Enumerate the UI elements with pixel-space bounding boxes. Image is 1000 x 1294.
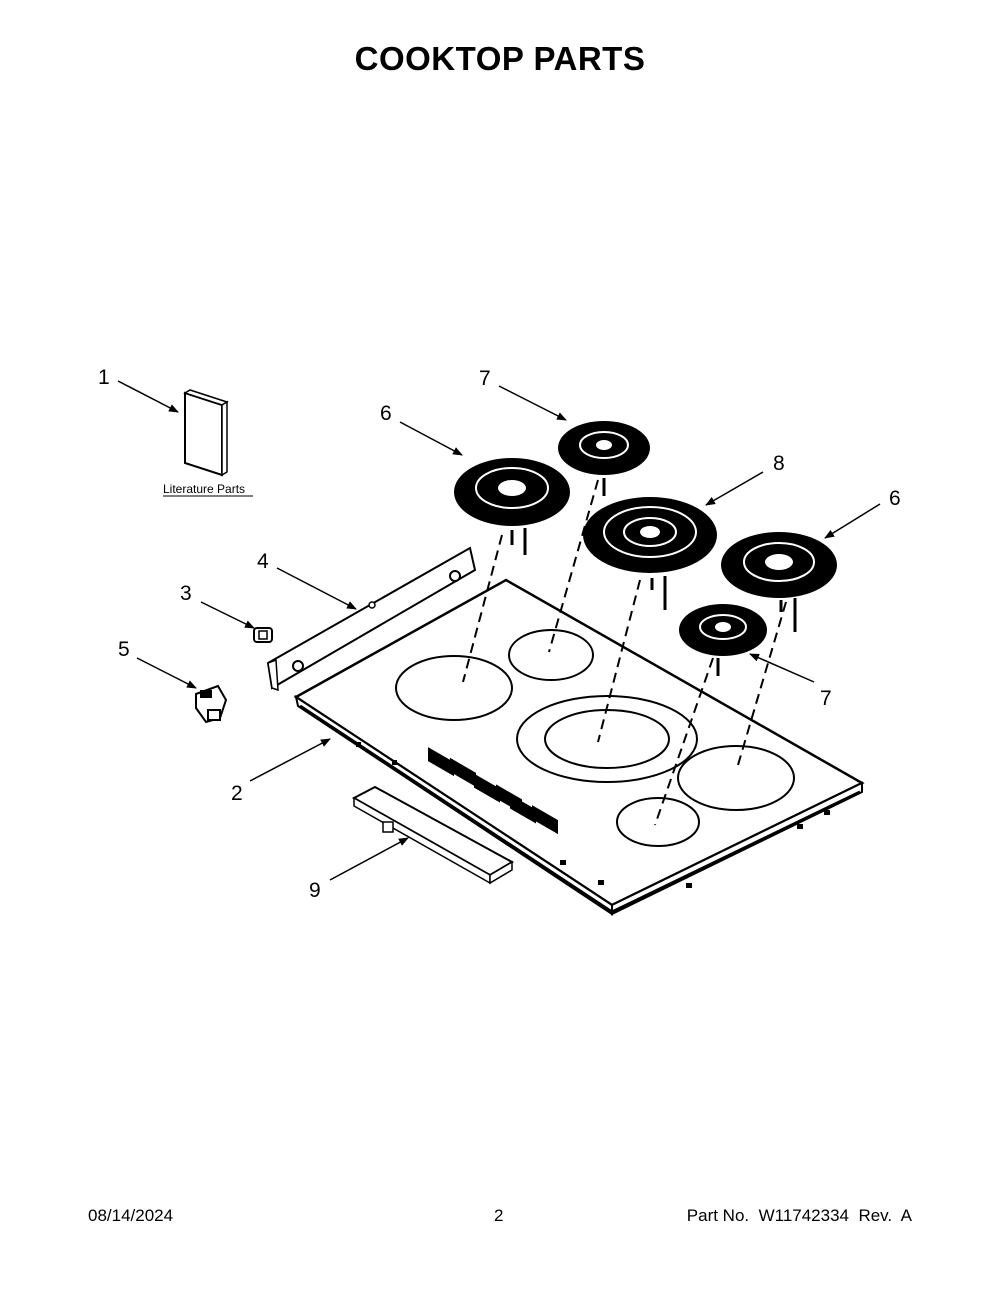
item-6-element-left (454, 458, 570, 555)
item-8-element-large (583, 497, 717, 610)
footer-part-number: Part No. W11742334 Rev. A (686, 1206, 912, 1225)
item-4-bracket (266, 546, 477, 692)
callout-3: 3 (180, 582, 192, 605)
footer-page-number: 2 (494, 1206, 504, 1225)
literature-parts-label: Literature Parts (163, 482, 245, 496)
callout-7-top: 7 (479, 367, 491, 390)
callout-6-right: 6 (889, 487, 901, 510)
callout-4: 4 (257, 550, 269, 573)
callout-5: 5 (118, 638, 130, 661)
callout-leaders (117, 380, 881, 881)
callout-7-bottom: 7 (820, 687, 832, 710)
literature-parts: Literature Parts (163, 389, 253, 497)
cooktop-glass (293, 578, 865, 916)
footer-date: 08/14/2024 (88, 1206, 174, 1225)
item-3-sensor (253, 627, 273, 643)
callout-6-left: 6 (380, 402, 392, 425)
callout-9: 9 (309, 879, 321, 902)
item-7-element-top (558, 421, 650, 496)
callout-8: 8 (773, 452, 785, 475)
page-title: COOKTOP PARTS (354, 40, 646, 77)
callout-1: 1 (98, 366, 110, 389)
item-6-element-right (721, 532, 837, 632)
item-7-element-bottom (679, 604, 767, 676)
callout-2: 2 (231, 782, 243, 805)
alignment-lines (462, 479, 787, 826)
item-9-control-board (351, 785, 515, 885)
item-5-clip (195, 684, 228, 724)
